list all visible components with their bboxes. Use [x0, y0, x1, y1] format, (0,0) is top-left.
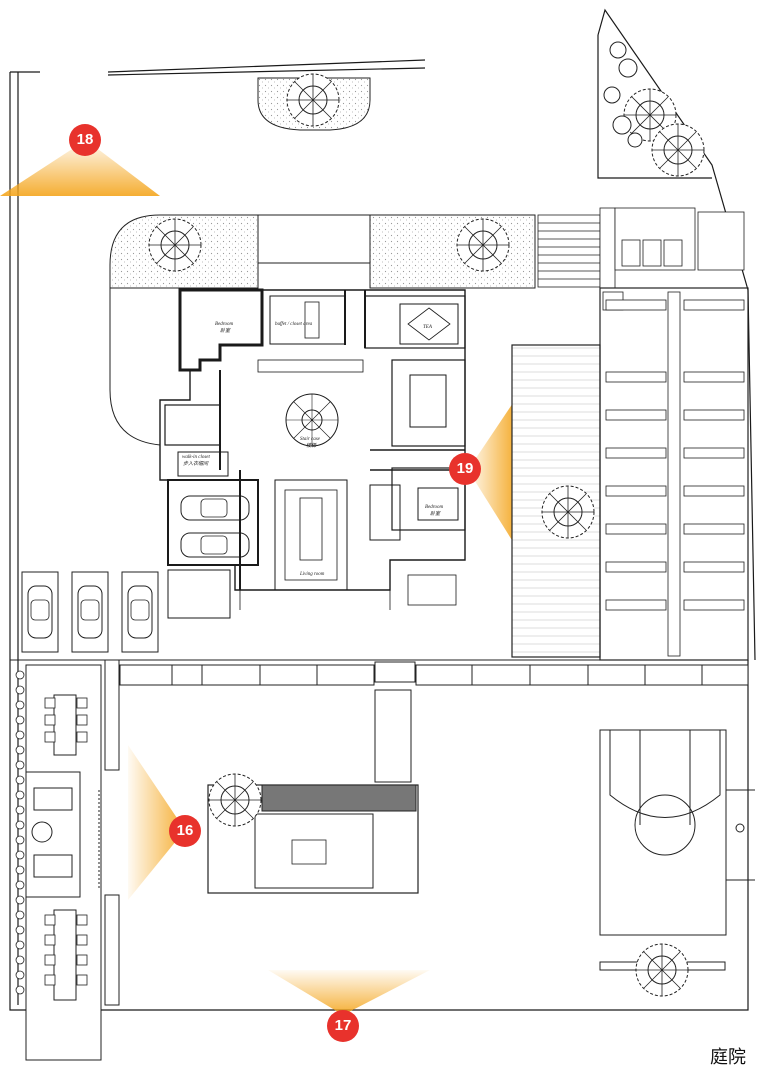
main-house — [159, 288, 466, 619]
west-dining-area — [25, 659, 120, 1061]
room-label-bedroom-left: Bedroom — [215, 322, 234, 327]
top-right-trees — [603, 41, 705, 177]
room-label-bedroom-left-cn: 卧室 — [220, 327, 231, 334]
room-label-walk-in-closet-cn: 步入衣帽间 — [183, 460, 209, 467]
room-label-stair-case-cn: 楼梯 — [306, 442, 317, 449]
hedge-beads — [15, 670, 25, 995]
north-garden — [109, 214, 536, 446]
room-labels: Bedroom 卧室 buffet / closet area TEA Stai… — [182, 322, 444, 577]
view-marker-19: 19 — [449, 453, 481, 485]
wooden-deck — [511, 344, 601, 658]
room-label-buffet: buffet / closet area — [275, 322, 313, 327]
view-marker-17: 17 — [327, 1010, 359, 1042]
parking-spaces — [21, 571, 159, 653]
room-label-living-room: Living room — [299, 572, 325, 577]
light-beam-16 — [128, 745, 185, 900]
view-marker-16: 16 — [169, 815, 201, 847]
site-boundary — [9, 8, 756, 1011]
room-label-stair-case: Stair case — [300, 437, 321, 442]
room-label-bedroom-right: Bedroom — [425, 505, 444, 510]
view-marker-18: 18 — [69, 124, 101, 156]
entry-steps — [537, 207, 745, 289]
basketball-court — [599, 729, 755, 997]
room-label-bedroom-right-cn: 卧室 — [430, 510, 441, 517]
room-label-walk-in-closet: walk-in closet — [182, 455, 211, 460]
light-beam-17 — [268, 970, 430, 1015]
garden-rows — [599, 287, 749, 661]
top-planter — [257, 73, 371, 131]
courtyard-pavilion — [207, 773, 419, 894]
fence-row — [10, 659, 749, 783]
room-label-tea: TEA — [423, 325, 433, 330]
light-beam-19 — [468, 400, 515, 545]
drawing-caption: 庭院 — [710, 1047, 746, 1068]
light-beam-18 — [0, 140, 160, 196]
